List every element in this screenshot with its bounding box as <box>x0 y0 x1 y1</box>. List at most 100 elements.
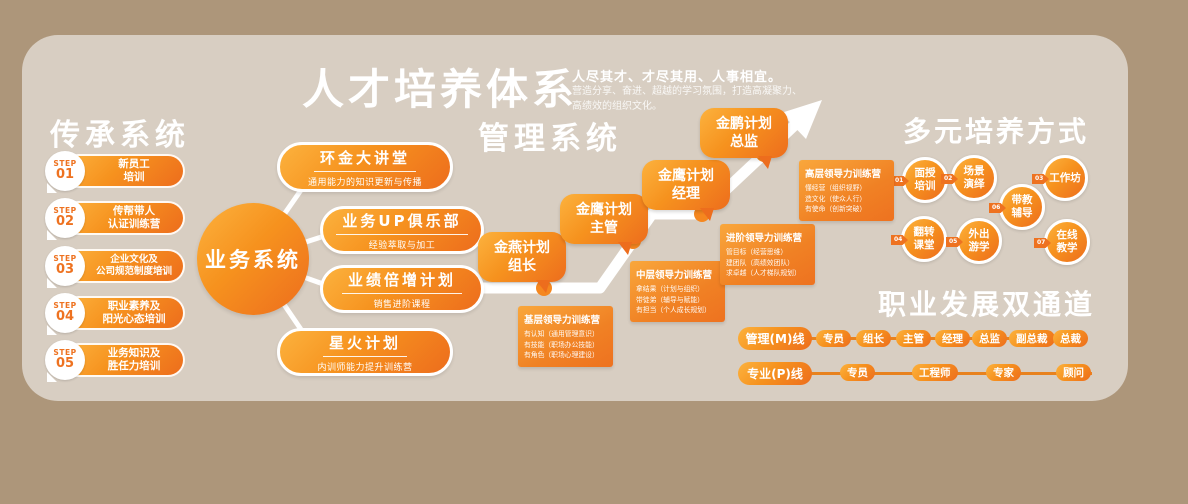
method-label-line1: 工作坊 <box>1049 171 1081 184</box>
m-stage-manager: 经理 <box>935 330 970 347</box>
method-label-line2: 培训 <box>914 180 936 192</box>
milestone-bubble-director: 金鹏计划 总监 <box>700 108 788 169</box>
branch-spark-plan: 星火计划 内训师能力提升训练营 <box>277 328 453 376</box>
milestone-plan: 金鹰计划 <box>576 201 632 218</box>
branch-desc: 销售进阶课程 <box>373 299 431 310</box>
camp-title: 高层领导力训练营 <box>805 169 882 180</box>
method-workshop: 03 工作坊 <box>1032 155 1088 201</box>
step-item-5: 业务知识及 胜任力培训 STEP 05 <box>45 340 187 380</box>
milestone-role: 总监 <box>730 134 758 150</box>
method-number-badge: 02 <box>941 174 958 184</box>
p-stage-engineer: 工程师 <box>912 364 958 381</box>
step-number-badge: STEP 03 <box>45 246 85 286</box>
title-tagline: 人尽其才、才尽其用、人事相宜。 <box>572 70 783 85</box>
step-word: STEP <box>53 301 77 311</box>
camp-item: 有使命（创新突破） <box>805 205 867 214</box>
step-label-line1: 职业素养及 <box>107 299 161 312</box>
title-subtext-line2: 高绩效的组织文化。 <box>572 100 662 112</box>
step-number-badge: STEP 05 <box>45 340 85 380</box>
step-label-line2: 公司规范制度培训 <box>95 266 172 277</box>
step-label-line1: 新员工 <box>118 157 150 170</box>
camp-item: 带徒弟（辅导与赋能） <box>636 295 704 304</box>
method-label-line2: 课堂 <box>913 239 935 251</box>
step-label-line2: 认证训练营 <box>107 218 161 230</box>
camp-item: 有认知（通用管理意识） <box>524 330 599 338</box>
camp-item: 懂经营（组织视野） <box>805 184 867 192</box>
method-flipped-classroom: 04 翻转 课堂 <box>891 216 947 262</box>
method-label-line2: 辅导 <box>1011 207 1033 219</box>
step-word: STEP <box>53 348 77 358</box>
step-number: 04 <box>55 308 75 324</box>
step-label-line2: 胜任力培训 <box>107 360 161 372</box>
camp-item: 建团队（高绩效团队） <box>726 258 794 267</box>
method-study-tour: 05 外出 游学 <box>946 218 1002 264</box>
camp-title: 基层领导力训练营 <box>524 315 601 326</box>
branch-performance-plan: 业绩倍增计划 销售进阶课程 <box>320 265 484 313</box>
milestone-role: 组长 <box>508 258 536 274</box>
branch-desc: 内训师能力提升训练营 <box>317 362 413 373</box>
camp-item: 造文化（使众人行） <box>805 194 867 203</box>
step-label-line2: 阳光心态培训 <box>102 313 166 325</box>
branch-desc: 经验萃取与加工 <box>368 240 436 251</box>
method-label-line1: 外出 <box>968 228 990 241</box>
step-number-badge: STEP 01 <box>45 151 85 191</box>
method-scenario: 02 场景 演绎 <box>941 155 997 201</box>
management-heading: 管理系统 <box>478 121 622 157</box>
step-number-badge: STEP 02 <box>45 198 85 238</box>
branch-desc: 通用能力的知识更新与传播 <box>307 177 422 188</box>
camp-item: 拿结果（计划与组织） <box>636 285 704 293</box>
camp-title: 中层领导力训练营 <box>636 270 713 281</box>
method-label-line2: 游学 <box>968 241 990 253</box>
step-number-badge: STEP 04 <box>45 293 85 333</box>
m-stage-team-leader: 组长 <box>856 330 891 347</box>
m-stage-supervisor: 主管 <box>896 330 931 347</box>
business-system-circle: 业务系统 <box>197 203 309 315</box>
method-label-line1: 场景 <box>963 165 985 178</box>
camp-advanced-leadership: 进阶领导力训练营 管目标（经营思维） 建团队（高绩效团队） 求卓越（人才梯队规划… <box>720 224 815 285</box>
branch-title: 业绩倍增计划 <box>341 269 462 294</box>
step-item-1: 新员工 培训 STEP 01 <box>45 151 187 191</box>
step-word: STEP <box>53 159 77 169</box>
page-title: 人才培养体系 <box>302 65 579 114</box>
step-word: STEP <box>53 254 77 264</box>
step-item-4: 职业素养及 阳光心态培训 STEP 04 <box>45 293 187 333</box>
methods-heading: 多元培养方式 <box>903 115 1090 148</box>
step-number: 05 <box>55 355 75 371</box>
branch-title: 星火计划 <box>322 332 407 357</box>
milestone-role: 经理 <box>672 186 700 202</box>
step-number: 03 <box>55 261 75 277</box>
m-stage-specialist: 专员 <box>816 330 851 347</box>
camp-middle-leadership: 中层领导力训练营 拿结果（计划与组织） 带徒弟（辅导与赋能） 有担当（个人成长规… <box>630 261 725 322</box>
method-number-badge: 05 <box>946 237 963 247</box>
p-stage-consultant: 顾问 <box>1056 364 1091 381</box>
camp-senior-leadership: 高层领导力训练营 懂经营（组织视野） 造文化（使众人行） 有使命（创新突破） <box>799 160 894 221</box>
method-label-line2: 教学 <box>1056 242 1078 254</box>
branch-up-club: 业务UP俱乐部 经验萃取与加工 <box>320 206 484 254</box>
method-face-to-face: 01 面授 培训 <box>892 157 948 203</box>
m-stage-president: 总裁 <box>1053 330 1088 347</box>
step-item-2: 传帮带人 认证训练营 STEP 02 <box>45 198 187 238</box>
milestone-plan: 金燕计划 <box>494 239 550 256</box>
title-subtext-line1: 营造分享、奋进、超越的学习氛围，打造高凝聚力、 <box>572 86 802 97</box>
method-number-badge: 07 <box>1034 238 1051 248</box>
branch-huanjin-lecture: 环金大讲堂 通用能力的知识更新与传播 <box>277 142 453 192</box>
method-label-line2: 演绎 <box>963 178 985 190</box>
camp-item: 管目标（经营思维） <box>726 248 788 256</box>
method-label-line1: 面授 <box>914 167 936 180</box>
camp-title: 进阶领导力训练营 <box>726 233 803 244</box>
step-number: 01 <box>55 166 75 182</box>
step-number: 02 <box>55 213 75 229</box>
milestone-plan: 金鹰计划 <box>658 167 714 184</box>
milestone-bubble-manager: 金鹰计划 经理 <box>642 160 730 221</box>
title-subtext: 营造分享、奋进、超越的学习氛围，打造高凝聚力、 高绩效的组织文化。 <box>572 85 802 114</box>
camp-item: 有担当（个人成长规划） <box>636 306 711 315</box>
camp-basic-leadership: 基层领导力训练营 有认知（通用管理意识） 有技能（职场办公技能） 有角色（职场心… <box>518 306 613 367</box>
career-heading: 职业发展双通道 <box>878 288 1096 321</box>
method-number-badge: 04 <box>891 235 908 245</box>
camp-item: 有技能（职场办公技能） <box>524 340 599 349</box>
method-online-teaching: 07 在线 教学 <box>1034 219 1090 265</box>
camp-item: 求卓越（人才梯队规划） <box>726 269 801 278</box>
camp-item: 有角色（职场心理建设） <box>524 351 599 360</box>
milestone-plan: 金鹏计划 <box>716 115 772 132</box>
m-line-label: 管理(M)线 <box>738 327 812 350</box>
